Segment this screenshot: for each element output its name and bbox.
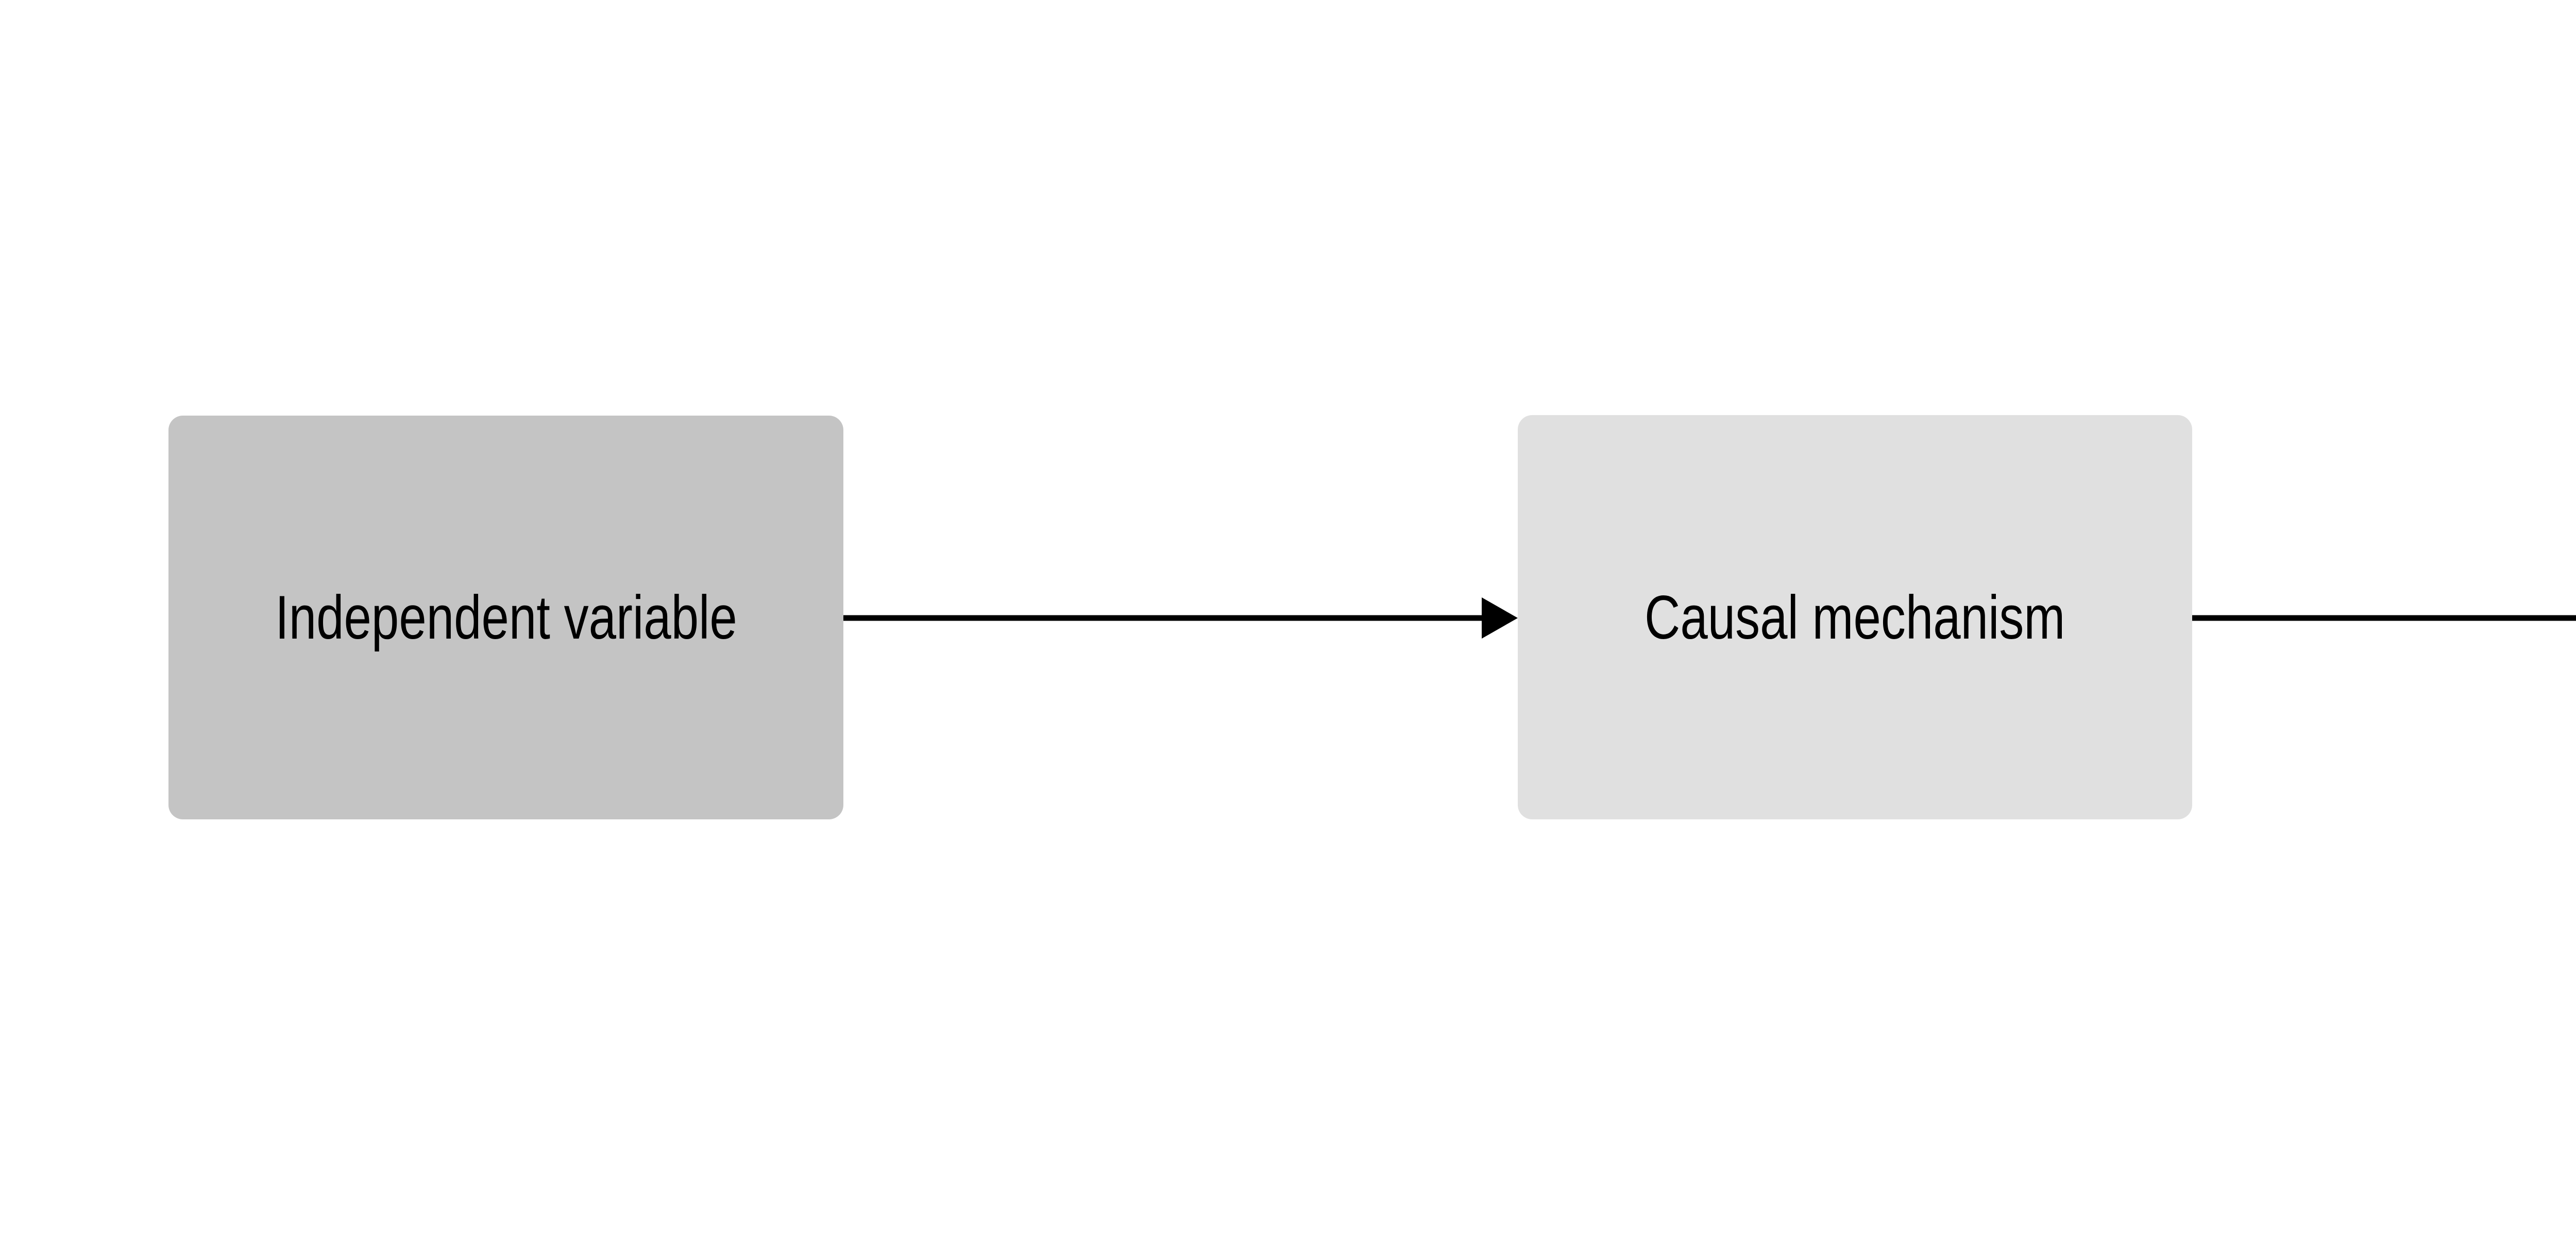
arrow-mechanism-to-dv-icon [2192, 615, 2576, 621]
node-label-causal-mechanism: Causal mechanism [1645, 582, 2065, 652]
node-label-independent-variable: Independent variable [275, 583, 737, 652]
arrow-iv-to-mechanism-icon [843, 597, 1518, 639]
connector-mechanism-to-dv [2192, 590, 2576, 646]
node-causal-mechanism[interactable]: Causal mechanism [1518, 415, 2192, 819]
connector-iv-to-mechanism [843, 590, 1518, 646]
node-independent-variable[interactable]: Independent variable [168, 416, 843, 819]
arrowhead-triangle-icon [1482, 597, 1518, 639]
